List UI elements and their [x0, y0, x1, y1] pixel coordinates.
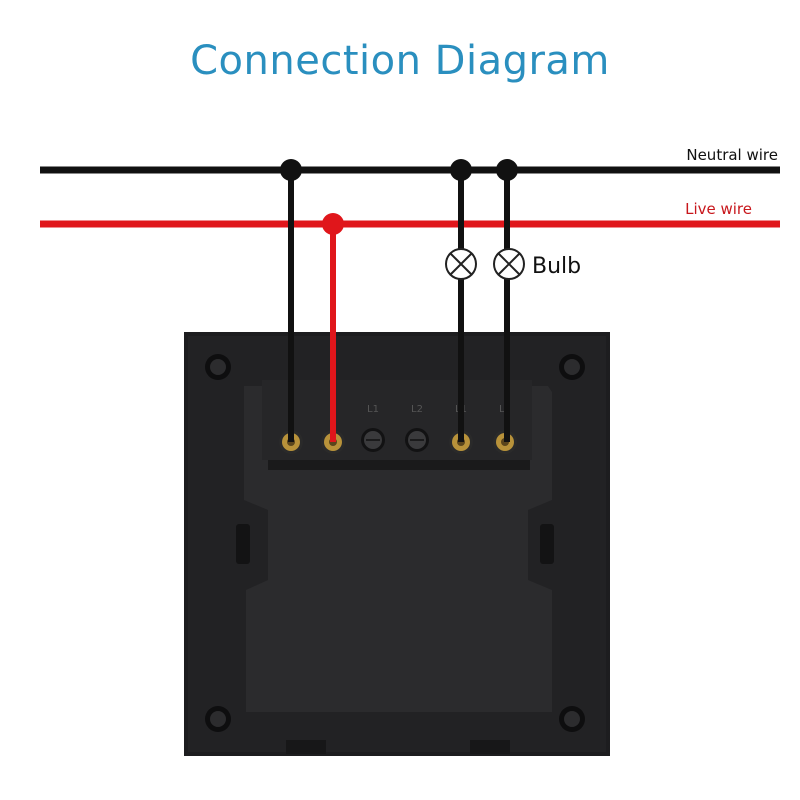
junction-dot-live [322, 213, 344, 235]
terminal-l1-unused: L1 [361, 404, 385, 452]
switch-back-plate [184, 332, 610, 756]
neutral-wire-label: Neutral wire [686, 146, 778, 164]
live-wire-label: Live wire [685, 200, 752, 218]
terminal-label-l2: L2 [411, 404, 423, 415]
bulb-icon [493, 248, 525, 280]
bulb-label: Bulb [532, 254, 581, 279]
bulb-icon [445, 248, 477, 280]
junction-dot [450, 159, 472, 181]
junction-dot [280, 159, 302, 181]
terminal-label-l1: L1 [367, 404, 379, 415]
diagram-title: Connection Diagram [190, 38, 610, 84]
terminal-l2-unused: L2 [405, 404, 429, 452]
junction-dot [496, 159, 518, 181]
